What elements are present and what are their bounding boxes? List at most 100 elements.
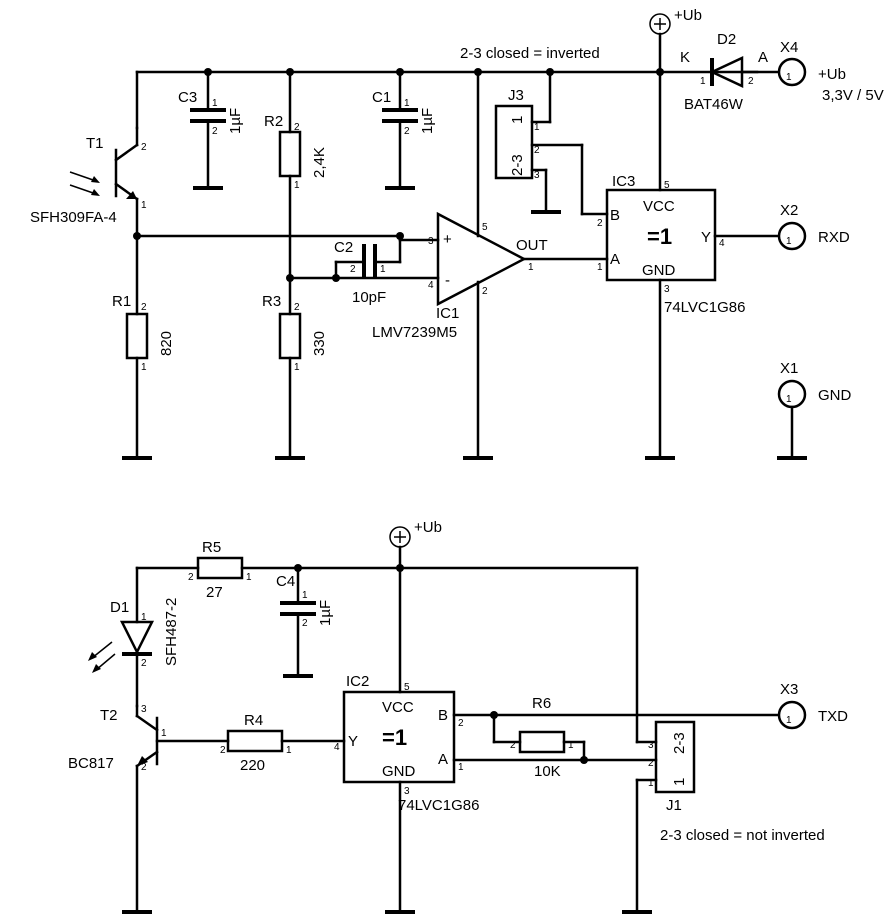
t1-ref: T1 bbox=[86, 135, 104, 152]
x3-net: TXD bbox=[818, 708, 848, 725]
svg-text:1: 1 bbox=[212, 98, 218, 109]
svg-text:1: 1 bbox=[597, 262, 603, 273]
svg-text:4: 4 bbox=[334, 742, 340, 753]
svg-text:2: 2 bbox=[648, 758, 654, 769]
r5-ref: R5 bbox=[202, 539, 221, 556]
d2-ref: D2 bbox=[717, 31, 736, 48]
c2-ref: C2 bbox=[334, 239, 353, 256]
svg-text:2: 2 bbox=[188, 572, 194, 583]
capacitor-c1: C1 1µF 1 2 bbox=[372, 70, 436, 190]
svg-text:3: 3 bbox=[141, 704, 147, 715]
x2-net: RXD bbox=[818, 229, 850, 246]
svg-text:2: 2 bbox=[294, 122, 300, 133]
svg-text:1: 1 bbox=[246, 572, 252, 583]
jumper-j1: 2-3 1 J1 3 2 1 bbox=[622, 720, 696, 914]
ic1-ref: IC1 bbox=[436, 305, 459, 322]
svg-text:1: 1 bbox=[700, 76, 706, 87]
xor-gate-ic3: VCC GND =1 B A Y IC3 74LVC1G86 5 3 2 1 4 bbox=[597, 173, 780, 460]
ir-led-d1: D1 SFH487-2 1 2 bbox=[88, 566, 180, 708]
resistor-r5: R5 27 2 1 bbox=[188, 539, 252, 601]
r3-value: 330 bbox=[311, 331, 328, 356]
svg-text:2: 2 bbox=[458, 718, 464, 729]
ic3-y: Y bbox=[701, 229, 711, 246]
r4-value: 220 bbox=[240, 757, 265, 774]
svg-text:1: 1 bbox=[568, 740, 574, 751]
x4-ref: X4 bbox=[780, 39, 798, 56]
svg-text:1: 1 bbox=[302, 590, 308, 601]
svg-text:2: 2 bbox=[212, 126, 218, 137]
j1-ref: J1 bbox=[666, 797, 682, 814]
j3-pin1: 1 bbox=[509, 116, 526, 124]
svg-text:5: 5 bbox=[404, 682, 410, 693]
svg-text:1: 1 bbox=[786, 394, 792, 405]
c3-value: 1µF bbox=[227, 108, 244, 134]
svg-text:3: 3 bbox=[428, 236, 434, 247]
r2-value: 2,4K bbox=[311, 147, 328, 178]
comparator-ic1: + - OUT IC1 LMV7239M5 3 4 5 2 1 bbox=[372, 70, 548, 460]
svg-text:2: 2 bbox=[510, 740, 516, 751]
svg-text:2: 2 bbox=[141, 302, 147, 313]
svg-text:3: 3 bbox=[534, 170, 540, 181]
ic2-y: Y bbox=[348, 733, 358, 750]
svg-text:4: 4 bbox=[719, 238, 725, 249]
svg-text:2: 2 bbox=[302, 618, 308, 629]
phototransistor-t1: T1 SFH309FA-4 2 1 bbox=[30, 126, 147, 238]
ic2-gnd: GND bbox=[382, 763, 416, 780]
svg-text:3: 3 bbox=[648, 740, 654, 751]
c2-value: 10pF bbox=[352, 289, 386, 306]
c4-value: 1µF bbox=[317, 600, 334, 626]
ic1-part: LMV7239M5 bbox=[372, 324, 457, 341]
diode-d2: D2 K A BAT46W 1 2 bbox=[680, 31, 780, 113]
capacitor-c3: C3 1µF 1 2 bbox=[178, 70, 244, 190]
svg-text:1: 1 bbox=[141, 200, 147, 211]
ic2-vcc: VCC bbox=[382, 699, 414, 716]
ic2-part: 74LVC1G86 bbox=[398, 797, 479, 814]
j1-note: 2-3 closed = not inverted bbox=[660, 827, 825, 844]
svg-text:2: 2 bbox=[534, 145, 540, 156]
connector-x2: 1 X2 RXD bbox=[777, 202, 850, 251]
t1-part: SFH309FA-4 bbox=[30, 209, 117, 226]
resistor-r3: R3 330 2 1 bbox=[262, 276, 328, 460]
svg-text:3: 3 bbox=[404, 786, 410, 797]
j1-pins: 2-3 bbox=[671, 732, 688, 754]
ic1-plus: + bbox=[443, 231, 452, 248]
j3-ref: J3 bbox=[508, 87, 524, 104]
r1-value: 820 bbox=[158, 331, 175, 356]
svg-text:1: 1 bbox=[786, 715, 792, 726]
c3-ref: C3 bbox=[178, 89, 197, 106]
svg-text:1: 1 bbox=[294, 180, 300, 191]
d1-part: SFH487-2 bbox=[163, 598, 180, 666]
connector-x4: 1 X4 +Ub 3,3V / 5V bbox=[777, 39, 884, 104]
capacitor-c4: C4 1µF 1 2 bbox=[276, 566, 334, 678]
r5-value: 27 bbox=[206, 584, 223, 601]
ic2-a: A bbox=[438, 751, 448, 768]
ic2-b: B bbox=[438, 707, 448, 724]
vcc-symbol-top: +Ub bbox=[649, 7, 702, 192]
svg-text:1: 1 bbox=[786, 72, 792, 83]
txd-network: R6 10K 2 1 bbox=[452, 695, 780, 780]
t2-ref: T2 bbox=[100, 707, 118, 724]
svg-text:2: 2 bbox=[141, 658, 147, 669]
svg-text:2: 2 bbox=[350, 264, 356, 275]
ic2-func: =1 bbox=[382, 725, 407, 750]
svg-text:1: 1 bbox=[648, 778, 654, 789]
x1-ref: X1 bbox=[780, 360, 798, 377]
vcc-symbol-bottom: +Ub bbox=[389, 519, 442, 694]
ic3-vcc: VCC bbox=[643, 198, 675, 215]
ic1-minus: - bbox=[445, 272, 450, 289]
c4-ref: C4 bbox=[276, 573, 295, 590]
vcc-label-top: +Ub bbox=[674, 7, 702, 24]
svg-text:3: 3 bbox=[664, 284, 670, 295]
ic1-out: OUT bbox=[516, 237, 548, 254]
svg-text:2: 2 bbox=[294, 302, 300, 313]
svg-text:2: 2 bbox=[597, 218, 603, 229]
svg-text:1: 1 bbox=[458, 762, 464, 773]
resistor-r4: R4 220 2 1 bbox=[220, 712, 346, 774]
x4-ub: +Ub bbox=[818, 66, 846, 83]
ic3-b: B bbox=[610, 207, 620, 224]
t2-part: BC817 bbox=[68, 755, 114, 772]
r2-ref: R2 bbox=[264, 113, 283, 130]
svg-text:1: 1 bbox=[534, 122, 540, 133]
c1-ref: C1 bbox=[372, 89, 391, 106]
